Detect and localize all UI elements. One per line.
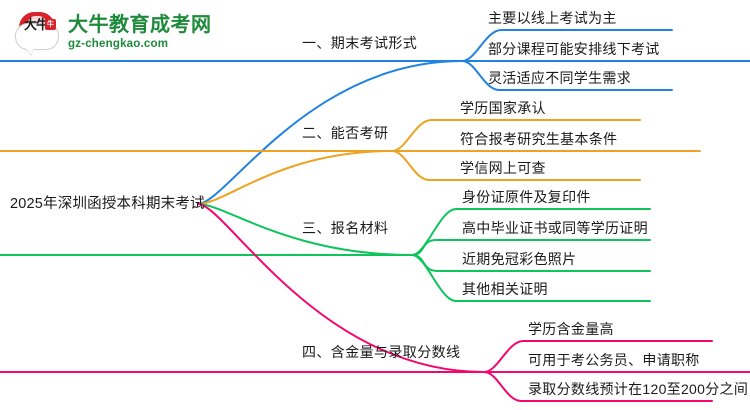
logo-wordmark: 大牛教育成考网 gz-chengkao.com: [68, 15, 212, 51]
logo-mark-text: 大牛: [23, 17, 49, 32]
logo-badge-icon: 牛: [45, 19, 56, 30]
mindmap-leaf-label-3-3[interactable]: 近期免冠彩色照片: [462, 251, 577, 267]
mindmap-leaf-label-3-2[interactable]: 高中毕业证书或同等学历证明: [462, 220, 648, 236]
mindmap-root-label: 2025年深圳函授本科期末考试: [10, 196, 205, 212]
mindmap-leaf-label-4-1[interactable]: 学历含金量高: [528, 321, 614, 337]
site-logo: 大牛 牛 大牛教育成考网 gz-chengkao.com: [14, 8, 229, 58]
mindmap-connector: [197, 150, 393, 205]
mindmap-branch-label-4[interactable]: 四、含金量与录取分数线: [302, 344, 461, 360]
mindmap-branch-label-1[interactable]: 一、期末考试形式: [302, 35, 418, 51]
mindmap-leaf-label-2-2[interactable]: 符合报考研究生基本条件: [460, 131, 618, 147]
mindmap-branch-label-3[interactable]: 三、报名材料: [302, 220, 389, 236]
logo-name-cn: 大牛教育成考网: [68, 14, 212, 37]
mindmap-leaf-label-2-1[interactable]: 学历国家承认: [460, 100, 546, 116]
mindmap-branch-label-2[interactable]: 二、能否考研: [302, 125, 389, 141]
mindmap-leaf-label-4-2[interactable]: 可用于考公务员、申请职称: [528, 352, 700, 368]
mindmap-leaf-label-3-4[interactable]: 其他相关证明: [462, 281, 548, 297]
mindmap-leaf-label-1-1[interactable]: 主要以线上考试为主: [488, 10, 617, 26]
mindmap-leaf-label-3-1[interactable]: 身份证原件及复印件: [462, 189, 591, 205]
mindmap-leaf-label-4-3[interactable]: 录取分数线预计在120至200分之间: [528, 381, 749, 397]
mindmap-leaf-label-1-3[interactable]: 灵活适应不同学生需求: [488, 70, 631, 86]
logo-url: gz-chengkao.com: [68, 38, 169, 51]
mindmap-leaf-label-1-2[interactable]: 部分课程可能安排线下考试: [488, 41, 660, 57]
logo-mark-icon: 大牛 牛: [14, 11, 60, 55]
mindmap-leaf-label-2-3[interactable]: 学信网上可查: [460, 160, 546, 176]
